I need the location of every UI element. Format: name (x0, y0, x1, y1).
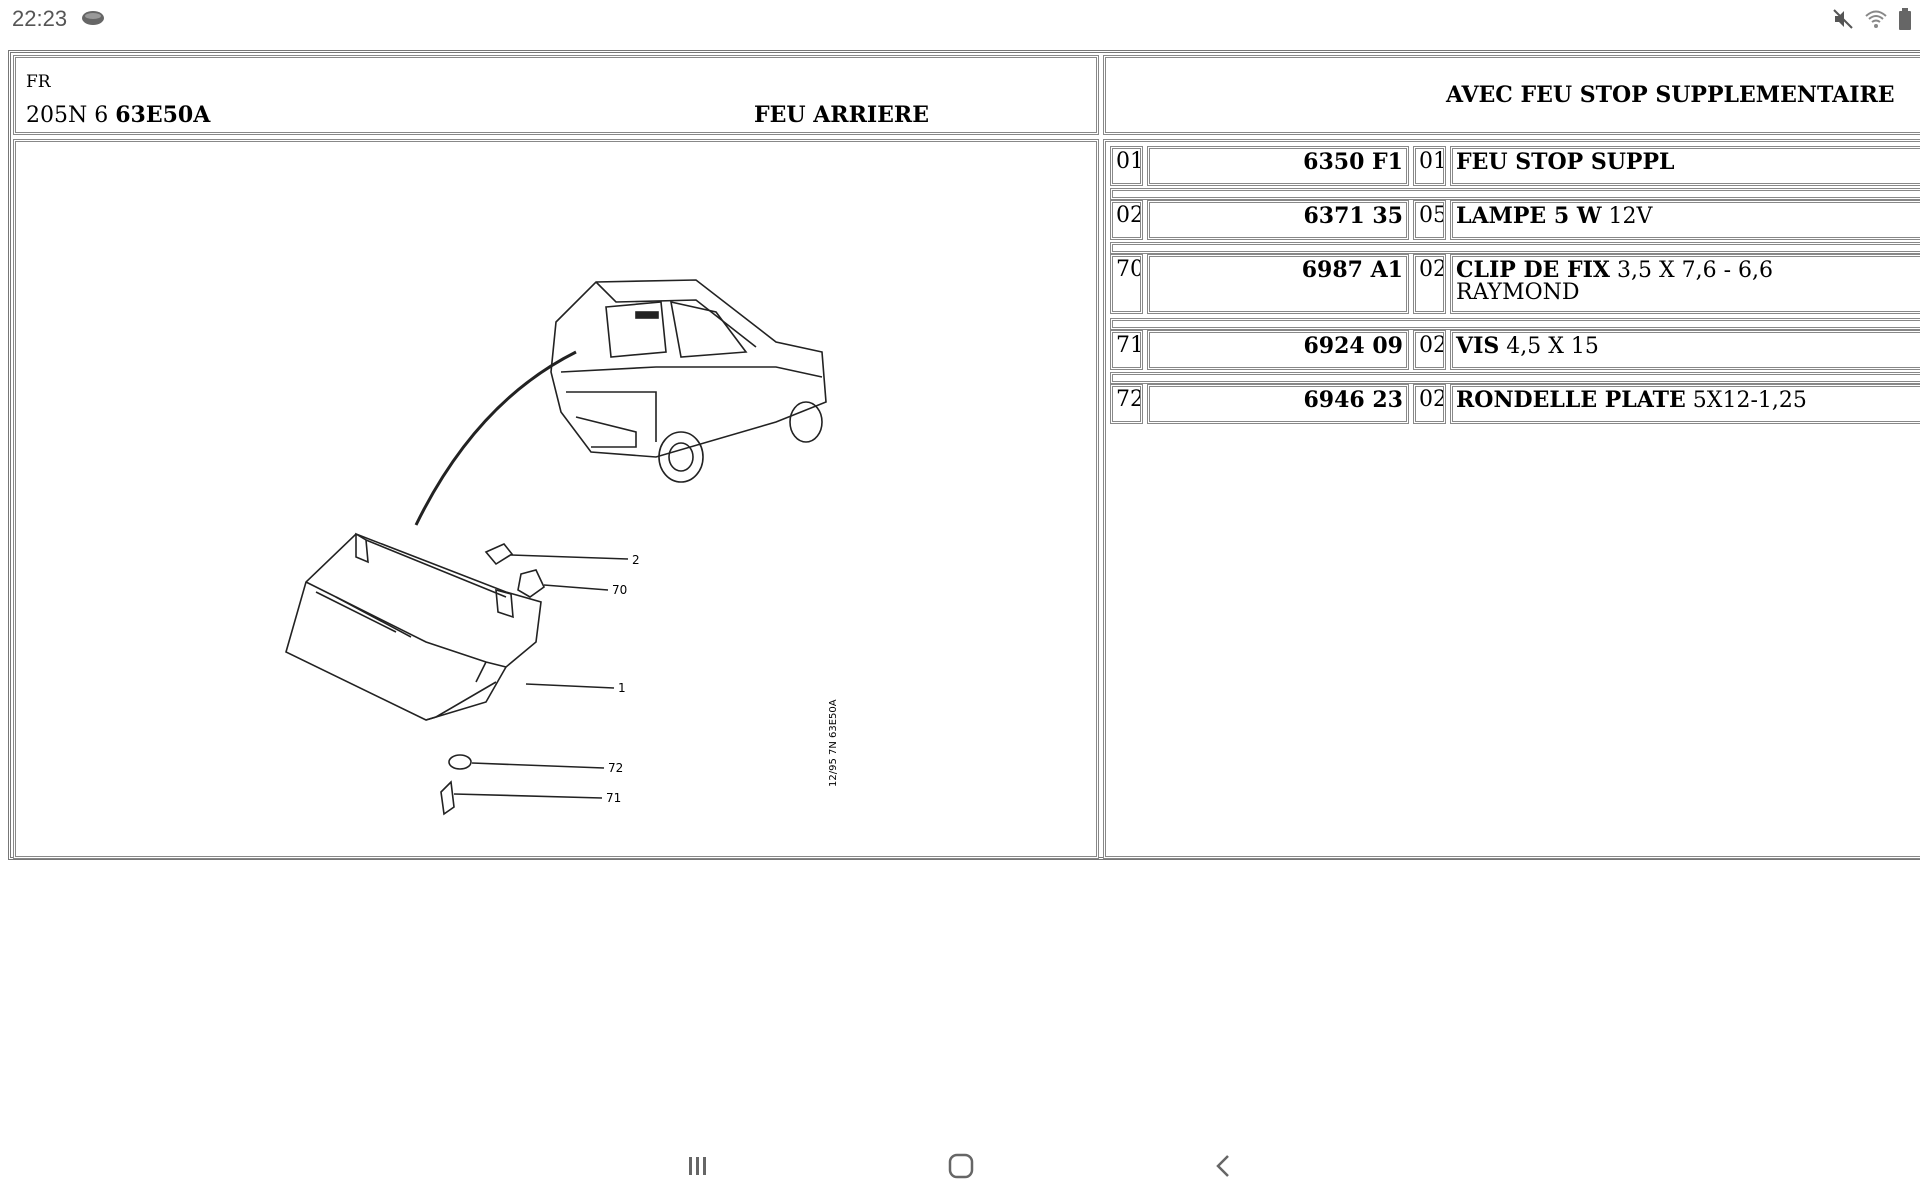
part-description: RONDELLE PLATE 5X12-1,25 (1450, 384, 1920, 424)
page-title: FEU ARRIERE (754, 102, 929, 128)
callout-2: 2 (632, 553, 640, 567)
model-code: 205N 6 (26, 103, 109, 128)
recents-icon[interactable] (678, 1146, 718, 1186)
part-quantity: 01 (1413, 146, 1446, 186)
callout-70: 70 (612, 583, 627, 597)
parts-catalog-page: FR 205N 6 63E50A FEU ARRIERE AVEC FEU ST… (8, 50, 1920, 860)
status-time: 22:23 (12, 6, 68, 31)
part-detail: 3,5 X 7,6 - 6,6 (1616, 258, 1773, 283)
part-detail: 4,5 X 15 (1506, 334, 1599, 359)
brake-light-illustration (285, 532, 542, 721)
drawing-ref-label: 12/95 7N 63E50A (828, 699, 839, 787)
part-name: LAMPE 5 W (1456, 203, 1602, 229)
battery-icon (1898, 8, 1912, 35)
part-reference: 6987 A1 (1147, 254, 1409, 314)
part-name: FEU STOP SUPPL (1456, 149, 1675, 175)
language-code: FR (26, 72, 51, 92)
part-name: CLIP DE FIX (1456, 257, 1610, 283)
part-detail: 5X12-1,25 (1692, 388, 1807, 413)
part-quantity: 02 (1413, 330, 1446, 370)
part-number: 71 (1110, 330, 1143, 370)
part-reference: 6946 23 (1147, 384, 1409, 424)
reference: 205N 6 63E50A (26, 102, 210, 128)
part-quantity: 05 (1413, 200, 1446, 240)
part-description: VIS 4,5 X 15 (1450, 330, 1920, 370)
mute-icon (1832, 8, 1854, 35)
part-number: 01 (1110, 146, 1143, 186)
parts-list: 01 6350 F1 01 FEU STOP SUPPL 02 6371 35 … (1103, 139, 1920, 859)
header-left: FR 205N 6 63E50A FEU ARRIERE (13, 55, 1099, 135)
diagram-drawing: 2 70 1 72 71 12/95 7N 63E50A (285, 279, 839, 816)
part-number: 70 (1110, 254, 1143, 314)
callout-71: 71 (606, 791, 621, 805)
row-separator (1110, 372, 1920, 384)
ref-code: 63E50A (115, 102, 211, 128)
row-separator (1110, 188, 1920, 200)
back-icon[interactable] (1204, 1146, 1244, 1186)
part-name: RONDELLE PLATE (1456, 387, 1686, 413)
part-description: FEU STOP SUPPL (1450, 146, 1920, 186)
part-number: 02 (1110, 200, 1143, 240)
exploded-diagram: 2 70 1 72 71 12/95 7N 63E50A (13, 139, 1099, 859)
home-icon[interactable] (941, 1146, 981, 1186)
part-detail: 12V (1608, 204, 1653, 229)
callout-1: 1 (618, 681, 626, 695)
cloud-icon (80, 8, 106, 33)
variant-title: AVEC FEU STOP SUPPLEMENTAIRE (1446, 82, 1895, 108)
row-separator (1110, 318, 1920, 330)
part-description: LAMPE 5 W 12V (1450, 200, 1920, 240)
wifi-icon (1864, 9, 1888, 34)
part-reference: 6350 F1 (1147, 146, 1409, 186)
part-reference: 6371 35 (1147, 200, 1409, 240)
part-reference: 6924 09 (1147, 330, 1409, 370)
part-detail-line2: RAYMOND (1456, 280, 1580, 305)
callout-72: 72 (608, 761, 623, 775)
part-quantity: 02 (1413, 384, 1446, 424)
part-name: VIS (1456, 333, 1500, 359)
car-illustration (550, 279, 827, 483)
navigation-bar (0, 1130, 1920, 1200)
part-description: CLIP DE FIX 3,5 X 7,6 - 6,6 RAYMOND (1450, 254, 1920, 314)
part-quantity: 02 (1413, 254, 1446, 314)
part-number: 72 (1110, 384, 1143, 424)
status-bar: 22:23 (0, 0, 1920, 40)
row-separator (1110, 242, 1920, 254)
header-right: AVEC FEU STOP SUPPLEMENTAIRE (1103, 55, 1920, 135)
